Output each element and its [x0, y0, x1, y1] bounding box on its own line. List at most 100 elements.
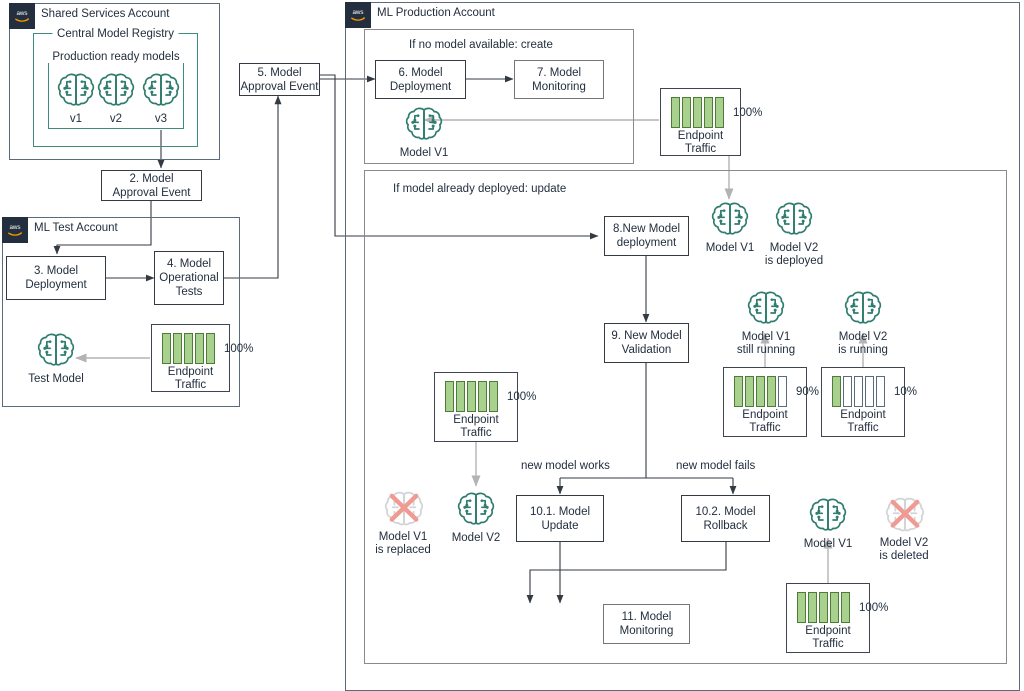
endpoint-caption-line-2: Traffic	[174, 379, 207, 391]
model-v2-is-running: Model V2 is running	[838, 288, 888, 357]
endpoint-bars-row: 100%	[435, 373, 536, 412]
endpoint-caption: Endpoint Traffic	[152, 366, 229, 392]
step-11-model-monitoring[interactable]: 11. Model Monitoring	[603, 604, 690, 644]
account-title: Shared Services Account	[41, 8, 170, 20]
traffic-bar	[184, 333, 193, 364]
step-line-2: Monitoring	[532, 80, 586, 93]
model-brain-icon	[404, 104, 444, 144]
traffic-bar	[682, 97, 691, 128]
model-label: Model V1 is replaced	[375, 531, 431, 557]
endpoint-traffic-create: 100% Endpoint Traffic	[660, 88, 762, 156]
endpoint-percent: 100%	[224, 342, 254, 355]
account-shared-services: aws Shared Services Account	[9, 3, 220, 160]
step-4-model-operational-tests[interactable]: 4. Model Operational Tests	[154, 251, 224, 305]
step-7-model-monitoring[interactable]: 7. Model Monitoring	[514, 60, 604, 99]
model-prod-v1: Model V1	[400, 104, 448, 160]
model-label-line-2: is deleted	[879, 550, 929, 562]
endpoint-percent: 100%	[507, 390, 537, 403]
aws-logo-icon: aws	[345, 2, 371, 28]
traffic-bar	[162, 333, 171, 364]
traffic-bar	[704, 97, 713, 128]
traffic-bar-empty	[778, 376, 787, 407]
step-line-2: Approval Event	[240, 80, 319, 93]
step-5-model-approval-event[interactable]: 5. Model Approval Event	[239, 63, 320, 96]
endpoint-bars-row: 100%	[787, 584, 888, 623]
step-line-1: 3. Model	[33, 265, 79, 277]
endpoint-percent: 100%	[859, 601, 889, 614]
step-10-1-model-update[interactable]: 10.1. Model Update	[516, 495, 604, 542]
step-3-model-deployment[interactable]: 3. Model Deployment	[6, 256, 106, 300]
svg-text:aws: aws	[16, 10, 27, 17]
step-line-2: Operational	[159, 272, 219, 284]
endpoint-bars-row: 10%	[822, 368, 917, 407]
step-8-new-model-deployment[interactable]: 8.New Model deployment	[604, 216, 689, 256]
model-label: Model V2	[451, 532, 501, 544]
model-label: Model V1	[399, 147, 449, 159]
traffic-bar	[173, 333, 182, 364]
traffic-bar	[206, 333, 215, 364]
endpoint-bars	[671, 97, 724, 128]
step-line-1: 10.1. Model	[529, 505, 591, 518]
production-ready-models-title: Production ready models	[47, 51, 185, 63]
model-label-line-2: is running	[838, 344, 888, 356]
model-brain-icon	[808, 495, 848, 535]
step-line-2: Rollback	[703, 519, 748, 532]
step-line-1: 6. Model	[398, 66, 443, 79]
traffic-bar	[808, 592, 817, 623]
endpoint-caption: Endpoint Traffic	[661, 130, 740, 156]
model-update-v2-deployed: Model V2 is deployed	[765, 199, 823, 268]
traffic-bar	[693, 97, 702, 128]
endpoint-caption-line-1: Endpoint	[677, 130, 724, 142]
model-label: Test Model	[28, 373, 84, 385]
model-label-line-2: still running	[736, 344, 796, 356]
model-brain-icon	[141, 70, 181, 110]
step-2-model-approval-event[interactable]: 2. Model Approval Event	[101, 170, 202, 201]
traffic-bar	[832, 376, 841, 407]
step-9-new-model-validation[interactable]: 9. New Model Validation	[604, 323, 689, 363]
traffic-bar	[819, 592, 828, 623]
model-final-v2: Model V2	[452, 489, 500, 545]
model-brain-disabled-icon	[884, 494, 925, 534]
endpoint-bars-row: 100%	[661, 89, 762, 128]
group-if-model-already-deployed-update: If model already deployed: update	[364, 170, 1007, 664]
endpoint-bars	[734, 376, 787, 407]
endpoint-caption: Endpoint Traffic	[435, 414, 517, 440]
step-6-model-deployment[interactable]: 6. Model Deployment	[375, 60, 466, 99]
step-line-2: Deployment	[25, 279, 87, 291]
model-label-line-2: is replaced	[375, 544, 431, 556]
endpoint-caption-line-2: Traffic	[684, 143, 717, 155]
step-line-2: Monitoring	[619, 625, 674, 637]
account-title: ML Test Account	[34, 222, 118, 234]
registry-model-v1: v1	[56, 70, 96, 126]
registry-model-v2: v2	[96, 70, 136, 126]
svg-text:aws: aws	[9, 224, 20, 231]
model-brain-icon	[96, 70, 136, 110]
group-label: If model already deployed: update	[393, 183, 567, 195]
production-ready-models-box: Production ready models	[47, 51, 185, 129]
model-brain-disabled-icon	[383, 488, 424, 528]
model-brain-icon	[843, 288, 883, 328]
step-line-1: 2. Model	[129, 172, 174, 185]
step-line-1: 4. Model	[166, 258, 212, 270]
step-line-2: Update	[541, 519, 579, 532]
model-label-line-1: Model V2	[838, 331, 888, 343]
model-brain-icon	[56, 70, 96, 110]
endpoint-caption-line-2: Traffic	[460, 427, 492, 439]
group-label: If no model available: create	[409, 39, 553, 51]
endpoint-caption-line-2: Traffic	[812, 638, 844, 650]
step-line-2: Deployment	[389, 80, 452, 93]
traffic-bar	[767, 376, 776, 407]
registry-model-v3: v3	[141, 70, 181, 126]
model-brain-icon	[746, 288, 786, 328]
model-label-line-1: Model V2	[769, 242, 819, 254]
step-10-2-model-rollback[interactable]: 10.2. Model Rollback	[681, 495, 770, 542]
endpoint-caption-line-2: Traffic	[847, 422, 879, 434]
step-line-2: Validation	[621, 344, 672, 356]
edge-label-new-model-fails: new model fails	[676, 460, 756, 472]
endpoint-caption-line-1: Endpoint	[742, 409, 788, 421]
traffic-bar	[456, 381, 465, 412]
model-label: v1	[69, 113, 83, 125]
model-label: Model V2 is deployed	[765, 242, 823, 268]
model-brain-icon	[36, 330, 76, 370]
